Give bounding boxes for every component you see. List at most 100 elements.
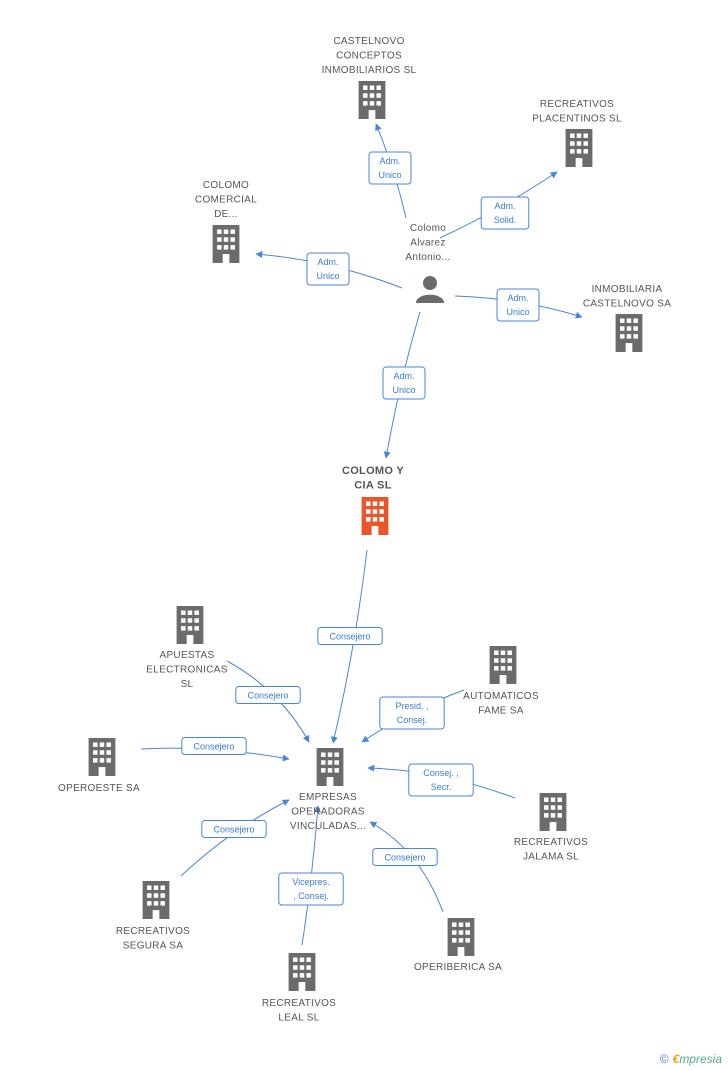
edge-line-operiberica [369, 821, 444, 913]
edge-label-line: Consejero [213, 825, 254, 835]
company-name-operoeste-line: OPEROESTE SA [58, 783, 140, 794]
edge-label-operoeste: Consejero [181, 737, 247, 755]
edges-layer: Adm.UnicoAdm.Solid.Adm.UnicoAdm.UnicoAdm… [140, 123, 583, 946]
company-name-automaticos-line: FAME SA [478, 706, 523, 717]
edge-label-line: Unico [392, 385, 415, 395]
company-building-icon-operiberica [447, 918, 475, 956]
edge-label-box [317, 627, 383, 645]
edge-label-text: Consejero [213, 825, 254, 835]
company-name-inmobiliaria-line: INMOBILIARIA [592, 284, 663, 295]
edge-label-hub-focus: Consejero [317, 627, 383, 645]
company-building-icon-castelnovo [358, 81, 386, 119]
company-name-operiberica: OPERIBERICA SA [414, 962, 502, 973]
edge-label-text: Consejero [247, 691, 288, 701]
company-name-castelnovo-line: INMOBILIARIOS SL [322, 65, 417, 76]
edge-label-line: Unico [506, 307, 529, 317]
edge-label-box [496, 288, 540, 322]
focus-company-name-line: CIA SL [354, 480, 391, 492]
edge-label-box [278, 872, 344, 906]
company-building-icon-inmobiliaria [615, 314, 643, 352]
edge-label-text: Vicepres., Consej. [292, 877, 329, 901]
company-name-apuestas: APUESTAS ELECTRONICAS SL [146, 650, 227, 690]
edge-label-line: Adm. [379, 156, 400, 166]
hub-company-building-icon [316, 748, 344, 786]
company-building-icon-comercial [212, 225, 240, 263]
company-name-inmobiliaria: INMOBILIARIA CASTELNOVO SA [583, 284, 671, 310]
company-building-icon-operoeste [88, 738, 116, 776]
copyright-symbol: © [659, 1052, 669, 1066]
company-name-placentinos-line: PLACENTINOS SL [532, 114, 622, 125]
edge-label-line: Consejero [384, 853, 425, 863]
edge-label-line: Consejero [193, 742, 234, 752]
edge-label-text: Adm. Unico [316, 257, 339, 281]
edge-label-line: Adm. [317, 257, 338, 267]
company-name-placentinos-line: RECREATIVOS [540, 99, 614, 110]
company-building-icon-automaticos [489, 646, 517, 684]
edge-label-box [368, 151, 412, 185]
company-name-leal: RECREATIVOS LEAL SL [262, 998, 336, 1024]
company-name-castelnovo-line: CASTELNOVO [333, 36, 404, 47]
edge-label-apuestas: Consejero [235, 686, 301, 704]
company-building-icon-apuestas [176, 606, 204, 644]
edge-label-leal: Vicepres., Consej. [278, 872, 344, 906]
brand-initial: € [672, 1052, 680, 1066]
edge-label-comercial: Adm. Unico [306, 252, 350, 286]
edge-label-line: Consej. [397, 715, 428, 725]
company-name-apuestas-line: SL [181, 679, 194, 690]
company-name-apuestas-line: APUESTAS [159, 650, 214, 661]
company-name-inmobiliaria-line: CASTELNOVO SA [583, 299, 671, 310]
edge-label-text: Consejero [193, 742, 234, 752]
company-building-icon-jalama [539, 793, 567, 831]
edge-label-line: Adm. [494, 201, 515, 211]
edge-label-operiberica: Consejero [372, 848, 438, 866]
edge-label-box [201, 820, 267, 838]
edge-label-line: Consej. , [423, 768, 459, 778]
edge-label-text: Adm. Unico [506, 293, 529, 317]
person-name-line: Colomo [410, 223, 446, 234]
company-name-jalama-line: JALAMA SL [523, 852, 579, 863]
hub-company-name-line: EMPRESAS [299, 792, 357, 803]
edge-label-line: , Consej. [293, 891, 329, 901]
edge-label-box [480, 196, 530, 230]
edge-label-text: Consejero [384, 853, 425, 863]
edge-label-text: Consej. , Secr. [423, 768, 459, 792]
edge-label-automaticos: Presid. ,Consej. [379, 696, 445, 730]
edge-label-line: Unico [316, 271, 339, 281]
edge-label-line: Consejero [329, 632, 370, 642]
edge-label-inmobiliaria: Adm. Unico [496, 288, 540, 322]
company-building-icon-segura [142, 881, 170, 919]
edge-line-hub-focus [331, 549, 368, 744]
edge-label-line: Consejero [247, 691, 288, 701]
company-name-comercial-line: COMERCIAL [195, 195, 257, 206]
edge-label-line: Secr. [431, 782, 452, 792]
company-name-leal-line: RECREATIVOS [262, 998, 336, 1009]
edge-label-castelnovo: Adm. Unico [368, 151, 412, 185]
person-name-line: Antonio... [405, 252, 450, 263]
edge-label-line: Adm. [507, 293, 528, 303]
edge-label-box [306, 252, 350, 286]
company-name-operiberica-line: OPERIBERICA SA [414, 962, 502, 973]
edge-label-text: Consejero [329, 632, 370, 642]
company-name-segura-line: RECREATIVOS [116, 926, 190, 937]
company-name-apuestas-line: ELECTRONICAS [146, 665, 227, 676]
edge-label-box [235, 686, 301, 704]
edge-label-text: Presid. ,Consej. [395, 701, 428, 725]
edge-label-text: Adm. Solid. [494, 201, 517, 225]
edge-label-line: Solid. [494, 215, 517, 225]
empresia-watermark: ©€mpresia [660, 1052, 722, 1066]
company-name-comercial-line: DE... [214, 209, 238, 220]
company-name-castelnovo-line: CONCEPTOS [336, 51, 402, 62]
edge-label-line: Unico [378, 170, 401, 180]
edge-label-box [382, 366, 426, 400]
edge-label-box [181, 737, 247, 755]
company-name-leal-line: LEAL SL [278, 1013, 319, 1024]
edge-label-placentinos: Adm. Solid. [480, 196, 530, 230]
